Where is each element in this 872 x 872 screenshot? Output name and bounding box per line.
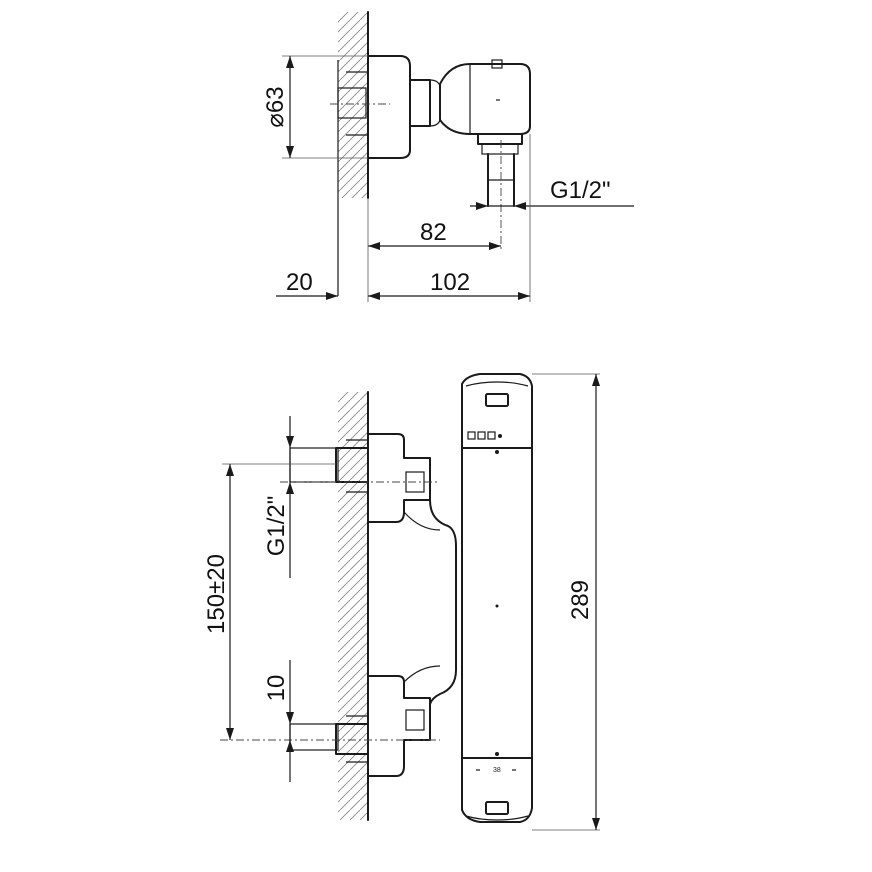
button-icon [487, 431, 496, 440]
thermostat-body: 38 [461, 373, 533, 823]
top-view: ⌀63 G1/2" 82 20 102 [262, 11, 634, 302]
dim-total-depth-label: 102 [430, 269, 470, 296]
front-bracket [403, 499, 457, 705]
front-wall-section [338, 391, 369, 821]
front-view: 38 G1/2" 150±20 [203, 373, 600, 831]
dim-centers-label: 150±20 [203, 554, 230, 634]
button-icon [477, 431, 486, 440]
front-lower-inlet [220, 675, 440, 777]
indicator-dot [498, 434, 502, 438]
dial-marking: 38 [493, 767, 501, 774]
dim-height: 289 [532, 373, 600, 831]
dim-diameter-label: 63 [262, 86, 289, 113]
bottom-handle-slot [485, 801, 509, 815]
dim-outlet-offset: 82 [368, 219, 501, 250]
top-wall-section [337, 11, 369, 296]
dim-top-thread: G1/2" [470, 177, 634, 210]
dim-small: 10 [263, 660, 294, 782]
top-handle-slot [485, 393, 509, 407]
front-upper-inlet [280, 433, 440, 523]
dim-outlet-offset-label: 82 [420, 219, 447, 246]
dim-front-thread: G1/2" [263, 416, 294, 578]
dim-small-label: 10 [263, 675, 290, 702]
dim-top-thread-label: G1/2" [550, 177, 611, 204]
dim-diameter: ⌀63 [262, 55, 368, 159]
dim-front-thread-label: G1/2" [263, 496, 290, 557]
svg-text:⌀63: ⌀63 [262, 86, 289, 127]
top-body [330, 55, 531, 250]
diameter-symbol: ⌀ [262, 113, 289, 127]
dim-depth: 20 102 [276, 134, 531, 302]
dim-centers: 150±20 [203, 463, 336, 740]
button-icon [467, 431, 476, 440]
dim-height-label: 289 [567, 580, 594, 620]
dim-wall-offset-label: 20 [286, 269, 313, 296]
